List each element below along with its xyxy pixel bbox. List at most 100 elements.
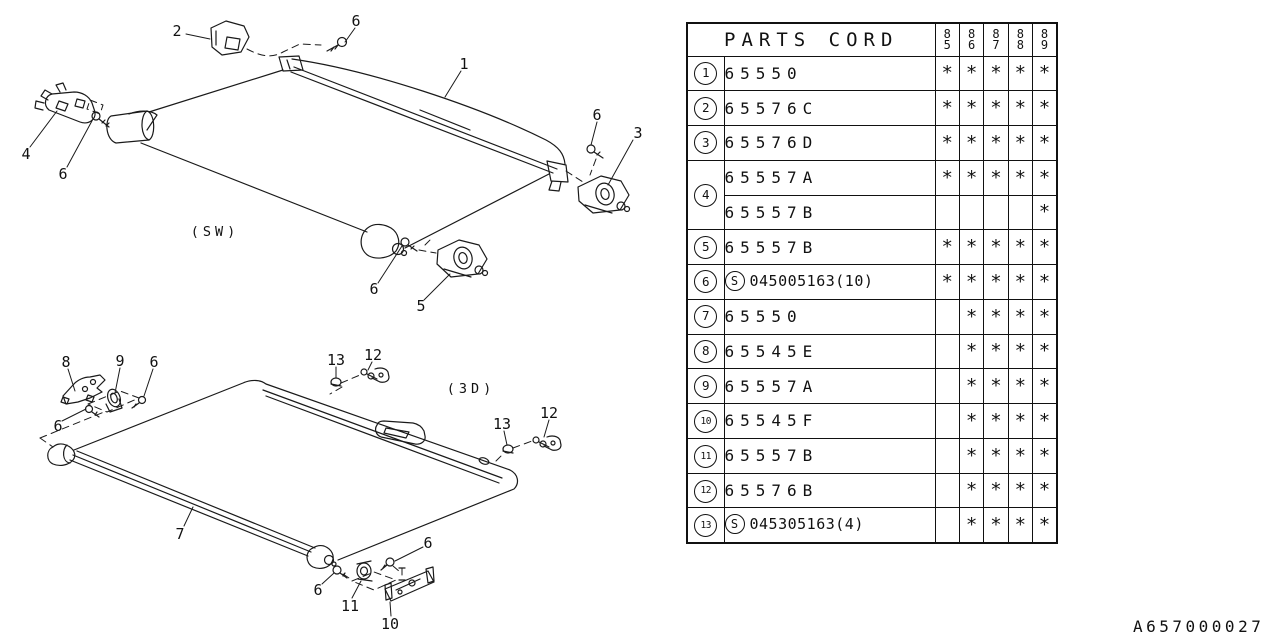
applicability-cell: * bbox=[1007, 437, 1034, 474]
ref-badge: 9 bbox=[694, 374, 718, 398]
ref-cell: 13 bbox=[686, 507, 725, 543]
applicability-cell: * bbox=[958, 125, 985, 161]
applicability-cell: * bbox=[983, 368, 1009, 404]
ref-cell: 6 bbox=[686, 264, 725, 300]
callout-label-6: 6 bbox=[58, 165, 67, 183]
screw-icon bbox=[84, 404, 100, 418]
ref-cell: 4 bbox=[686, 159, 725, 231]
part-code: 65557B bbox=[724, 202, 819, 222]
part-code-cell: 65557B bbox=[723, 194, 936, 231]
part-code-cell: 65576B bbox=[723, 472, 936, 509]
clip-13 bbox=[329, 374, 361, 395]
applicability-cell: * bbox=[958, 403, 985, 439]
applicability-cell: * bbox=[1032, 90, 1058, 126]
part-code-cell: 65576C bbox=[723, 90, 936, 126]
applicability-cell: * bbox=[1007, 507, 1034, 543]
part-code: 65576C bbox=[724, 98, 819, 118]
callout-label-13: 13 bbox=[493, 415, 511, 433]
ref-cell: 7 bbox=[686, 298, 725, 335]
part-code: 65557A bbox=[724, 168, 819, 188]
callout-label-6: 6 bbox=[149, 353, 158, 371]
applicability-cell: * bbox=[983, 229, 1009, 265]
applicability-cell: * bbox=[958, 368, 985, 404]
applicability-cell: * bbox=[958, 90, 985, 126]
bracket-12 bbox=[360, 367, 390, 383]
callout-label-1: 1 bbox=[459, 55, 468, 73]
ref-badge: 5 bbox=[694, 235, 718, 259]
part-code: 65557B bbox=[724, 237, 819, 257]
ref-badge: 2 bbox=[694, 96, 718, 120]
applicability-cell: * bbox=[958, 507, 985, 543]
applicability-cell bbox=[934, 298, 960, 335]
applicability-cell: * bbox=[1007, 368, 1034, 404]
parts-cord-title: PARTS CORD bbox=[686, 22, 936, 57]
callout-label-7: 7 bbox=[175, 525, 184, 543]
ref-badge: 10 bbox=[694, 410, 718, 433]
applicability-cell: * bbox=[934, 125, 960, 161]
screw-icon bbox=[91, 111, 110, 128]
part-code: 65545F bbox=[724, 411, 819, 431]
applicability-cell: * bbox=[1032, 55, 1058, 92]
applicability-cell: * bbox=[1007, 333, 1034, 370]
leader-lines bbox=[29, 27, 634, 301]
part-code: 65545E bbox=[724, 341, 819, 361]
ref-cell: 5 bbox=[686, 229, 725, 265]
ref-cell: 2 bbox=[686, 90, 725, 126]
applicability-cell: * bbox=[958, 55, 985, 92]
part-code: 65576B bbox=[724, 480, 819, 500]
applicability-cell: * bbox=[1007, 125, 1034, 161]
ref-badge: 4 bbox=[694, 183, 718, 207]
callout-label-6: 6 bbox=[351, 12, 360, 30]
bracket-4 bbox=[34, 82, 104, 124]
callout-label-3: 3 bbox=[633, 124, 642, 142]
bracket-8 bbox=[60, 374, 106, 405]
callout-label-11: 11 bbox=[341, 597, 359, 615]
applicability-cell: * bbox=[1032, 264, 1058, 300]
callout-label-6: 6 bbox=[592, 106, 601, 124]
applicability-cell: * bbox=[983, 333, 1009, 370]
ref-badge: 7 bbox=[694, 305, 718, 329]
ref-badge: 12 bbox=[694, 479, 718, 503]
applicability-cell: * bbox=[1007, 298, 1034, 335]
part-code-cell: 65576D bbox=[723, 125, 936, 161]
part-code-cell: 65557B bbox=[723, 229, 936, 265]
applicability-cell: * bbox=[1032, 298, 1058, 335]
sw-diagram-label: (SW) bbox=[191, 224, 240, 240]
callout-label-4: 4 bbox=[21, 145, 30, 163]
table-row: 65557B * bbox=[687, 194, 1058, 231]
applicability-cell: * bbox=[958, 437, 985, 474]
applicability-cell: * bbox=[958, 472, 985, 509]
applicability-cell: * bbox=[1007, 403, 1034, 439]
callout-label-6: 6 bbox=[53, 417, 62, 435]
applicability-cell: * bbox=[934, 264, 960, 300]
screw-icon bbox=[400, 237, 418, 252]
sw-cover-assembly bbox=[106, 55, 569, 259]
applicability-cell bbox=[934, 368, 960, 404]
part-code: 65550 bbox=[724, 63, 803, 83]
ref-badge: 11 bbox=[694, 444, 718, 468]
applicability-cell bbox=[934, 403, 960, 439]
part-code: 65576D bbox=[724, 133, 819, 153]
applicability-cell: * bbox=[1032, 194, 1058, 231]
bracket-2 bbox=[210, 20, 322, 57]
leader-lines bbox=[61, 361, 550, 617]
screw-icon bbox=[586, 144, 604, 159]
ref-cell: 8 bbox=[686, 333, 725, 370]
applicability-cell bbox=[1007, 194, 1034, 231]
part-code: 65557B bbox=[724, 446, 819, 466]
